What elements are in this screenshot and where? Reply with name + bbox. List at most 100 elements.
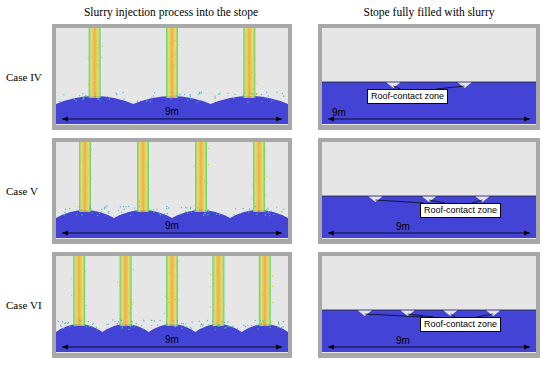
slurry-particle <box>151 325 152 326</box>
slurry-stream <box>137 142 149 212</box>
slurry-particle <box>79 316 80 317</box>
stope-space <box>56 256 288 353</box>
slurry-particle <box>74 99 75 100</box>
callout-box: Roof-contact zone <box>367 89 448 104</box>
slurry-particle <box>142 201 143 202</box>
slurry-particle <box>65 322 66 323</box>
slurry-particle <box>114 321 115 322</box>
slurry-particle <box>207 209 208 210</box>
slurry-particle <box>261 155 262 156</box>
slurry-particle <box>86 186 87 187</box>
slurry-particle <box>63 328 64 329</box>
slurry-particle <box>88 204 89 205</box>
slurry-particle <box>216 271 217 272</box>
slurry-particle <box>195 209 196 210</box>
slurry-particle <box>227 326 228 327</box>
slurry-particle <box>264 262 265 263</box>
slurry-particle <box>208 148 209 149</box>
slurry-particle <box>181 323 182 324</box>
slurry-particle <box>83 307 84 308</box>
callout-text: Roof-contact zone <box>424 319 497 330</box>
slurry-particle <box>266 150 267 151</box>
slurry-particle <box>93 323 94 324</box>
slurry-particle <box>200 325 201 326</box>
slurry-fill <box>322 82 536 124</box>
slurry-particle <box>281 211 282 212</box>
slurry-particle <box>207 211 208 212</box>
slurry-particle <box>181 328 182 329</box>
slurry-particle <box>187 212 188 213</box>
stope-space <box>322 28 536 125</box>
slurry-particle <box>124 277 125 278</box>
slurry-particle <box>218 324 219 325</box>
dimension-arrow <box>328 345 334 350</box>
slurry-particle <box>175 53 176 54</box>
slurry-particle <box>221 311 222 312</box>
slurry-particle <box>234 94 235 95</box>
slurry-mound <box>56 324 288 352</box>
slurry-particle <box>79 319 80 320</box>
slurry-particle <box>227 93 228 94</box>
slurry-particle <box>59 101 60 102</box>
slurry-particle <box>247 325 248 326</box>
slurry-particle <box>261 101 262 102</box>
slurry-particle <box>107 96 108 97</box>
slurry-particle <box>130 215 131 216</box>
slurry-particle <box>271 210 272 211</box>
slurry-particle <box>117 323 118 324</box>
slurry-particle <box>233 214 234 215</box>
slurry-particle <box>74 321 75 322</box>
slurry-particle <box>248 86 249 87</box>
slurry-particle <box>255 206 256 207</box>
slurry-particle <box>205 157 206 158</box>
slurry-particle <box>264 291 265 292</box>
slurry-particle <box>183 325 184 326</box>
slurry-particle <box>212 320 213 321</box>
slurry-particle <box>256 83 257 84</box>
slurry-particle <box>146 194 147 195</box>
slurry-particle <box>271 322 272 323</box>
slurry-particle <box>177 288 178 289</box>
slurry-particle <box>248 211 249 212</box>
slurry-particle <box>255 171 256 172</box>
slurry-particle <box>151 97 152 98</box>
slurry-particle <box>270 294 271 295</box>
roof-line <box>322 196 536 197</box>
slurry-particle <box>197 207 198 208</box>
slurry-particle <box>263 146 264 147</box>
slurry-particle <box>207 214 208 215</box>
slurry-particle <box>225 327 226 328</box>
slurry-particle <box>179 94 180 95</box>
slurry-particle <box>268 211 269 212</box>
slurry-particle <box>122 322 123 323</box>
slurry-particle <box>108 98 109 99</box>
slurry-particle <box>186 207 187 208</box>
slurry-particle <box>283 96 284 97</box>
slurry-particle <box>128 311 129 312</box>
slurry-particle <box>224 304 225 305</box>
slurry-particle <box>172 324 173 325</box>
slurry-particle <box>216 214 217 215</box>
slurry-particle <box>175 58 176 59</box>
slurry-particle <box>220 277 221 278</box>
slurry-particle <box>123 206 124 207</box>
slurry-particle <box>251 72 252 73</box>
slurry-particle <box>125 206 126 207</box>
slurry-particle <box>214 329 215 330</box>
slurry-particle <box>81 209 82 210</box>
stope-wall <box>52 138 292 244</box>
slurry-particle <box>282 93 283 94</box>
slurry-particle <box>131 294 132 295</box>
dimension-line <box>328 233 530 234</box>
slurry-particle <box>141 325 142 326</box>
slurry-particle <box>134 326 135 327</box>
slurry-particle <box>170 325 171 326</box>
slurry-particle <box>138 200 139 201</box>
dimension-line <box>62 119 282 120</box>
slurry-particle <box>151 320 152 321</box>
slurry-stream <box>120 256 132 326</box>
slurry-particle <box>147 208 148 209</box>
roof-gap <box>401 310 415 316</box>
slurry-particle <box>214 97 215 98</box>
slurry-particle <box>118 210 119 211</box>
